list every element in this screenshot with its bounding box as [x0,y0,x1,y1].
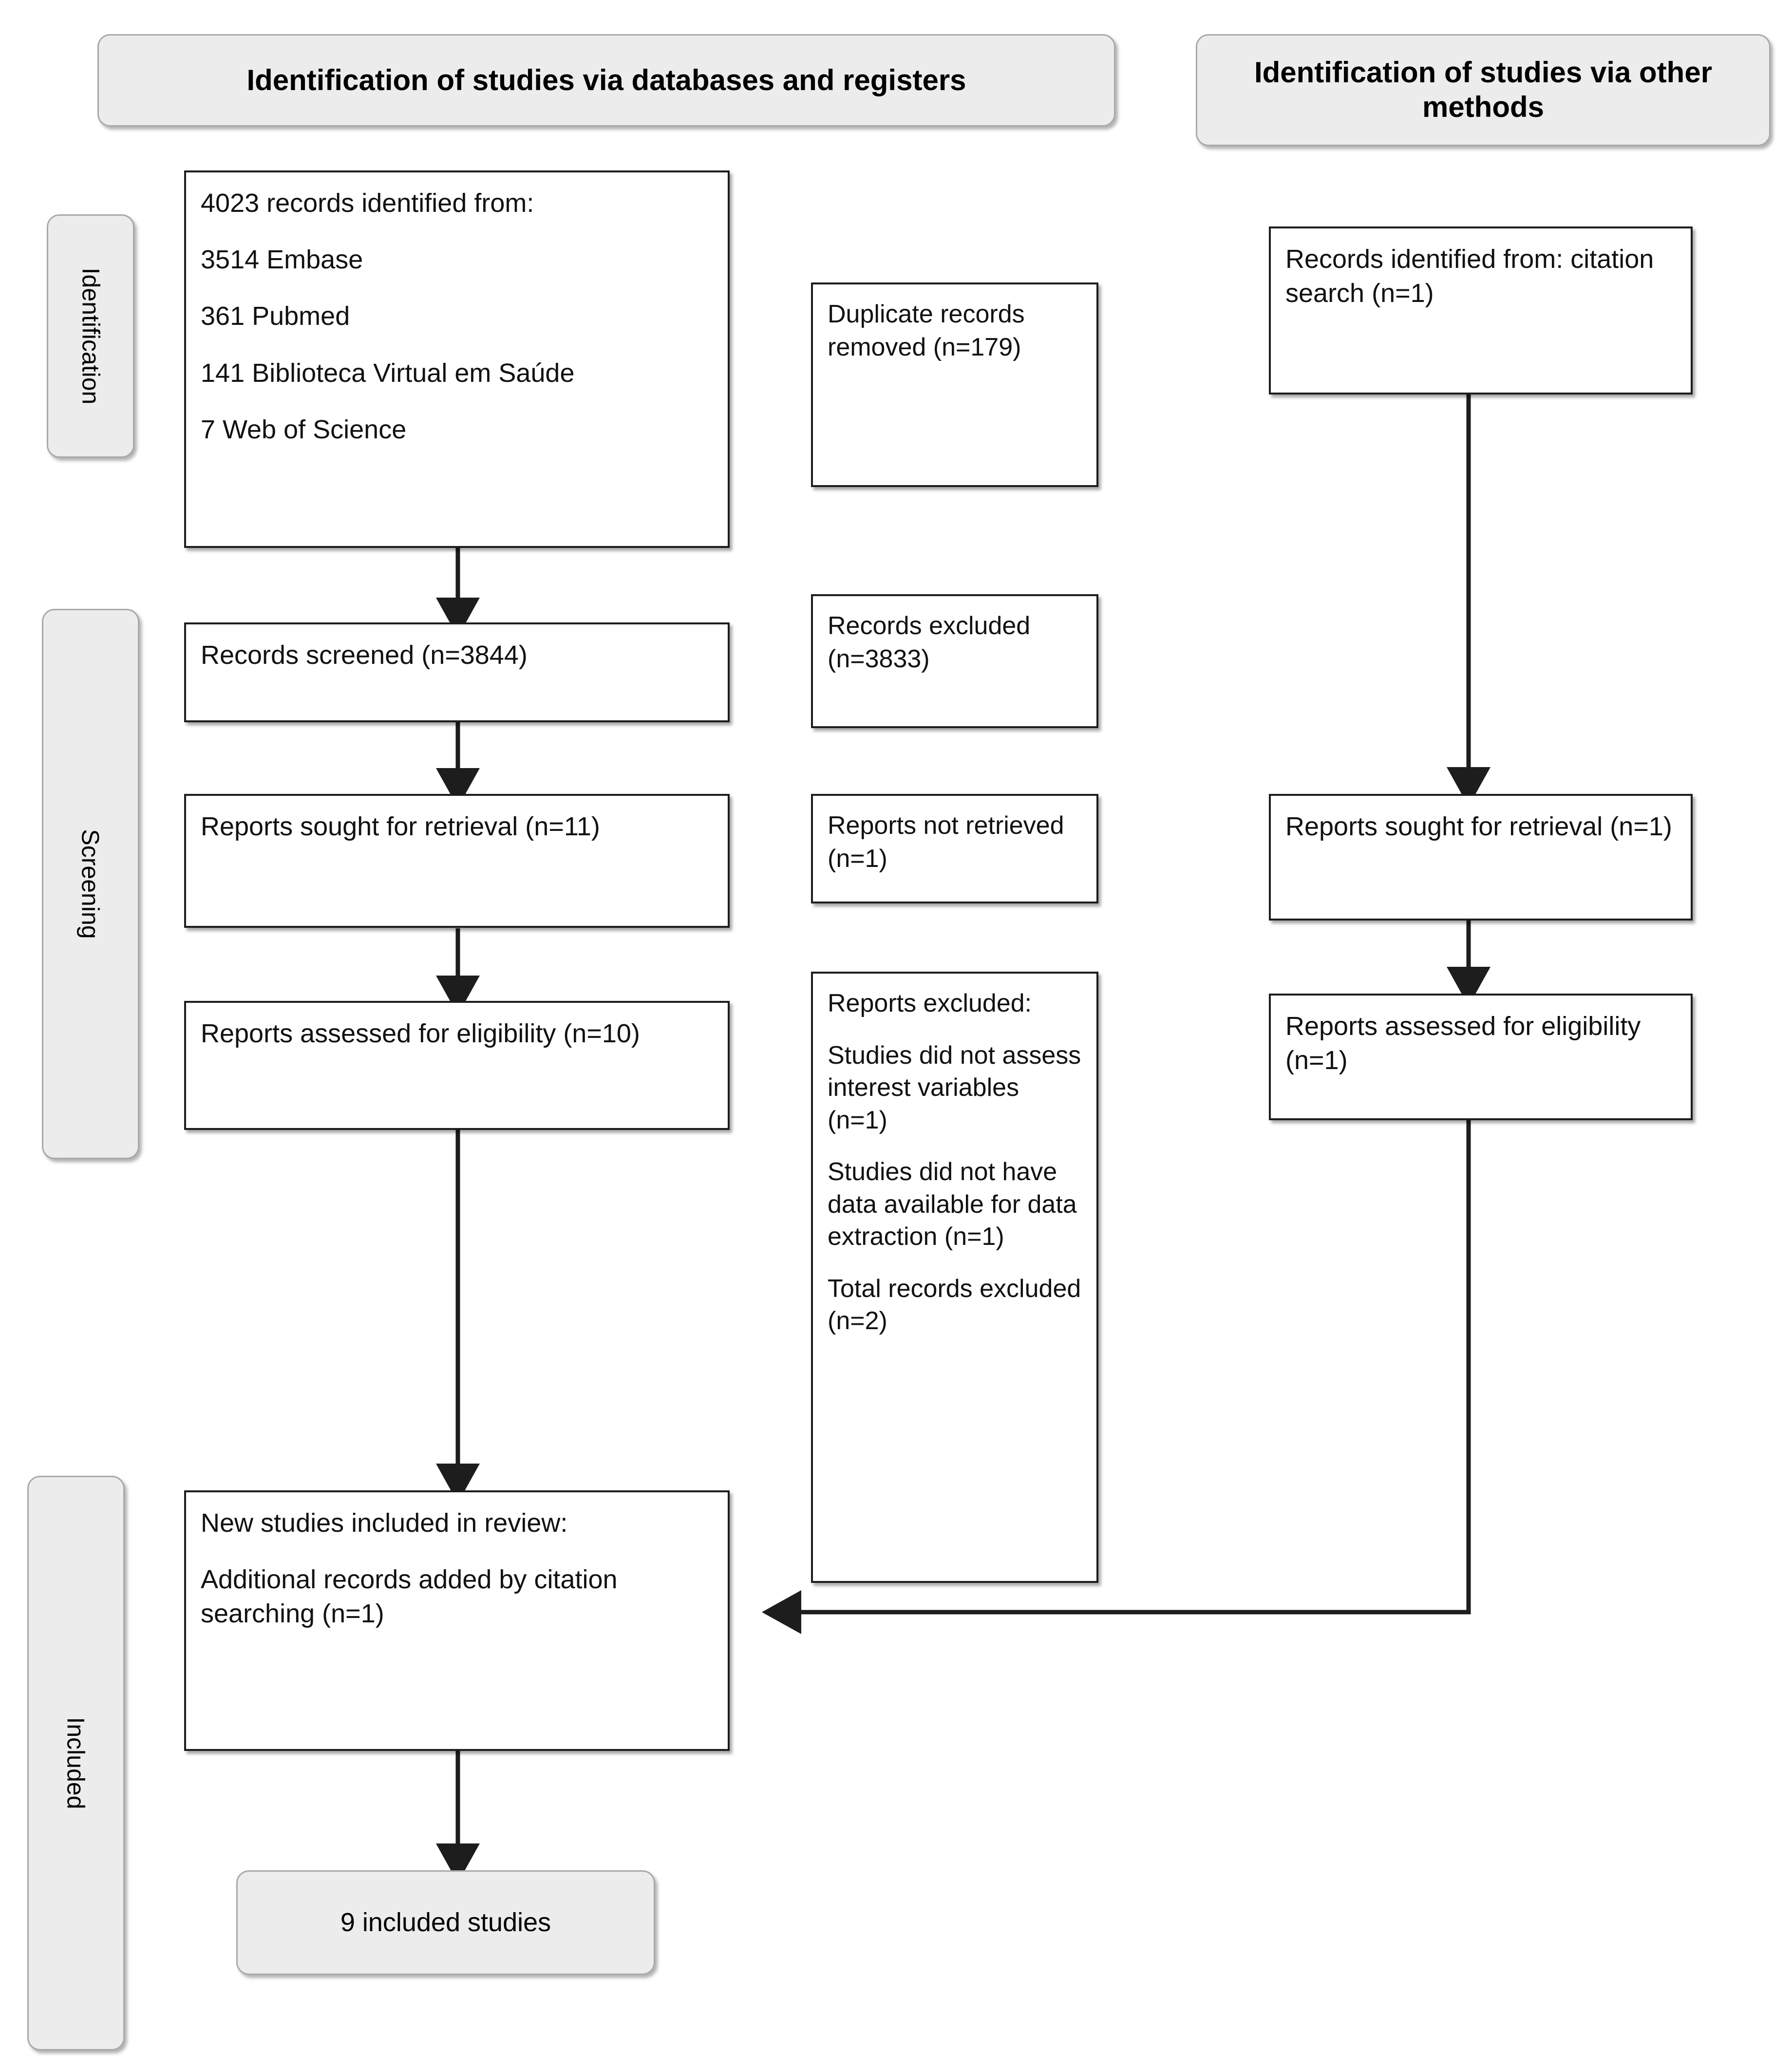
reports-not-retrieved-line-0: Reports not retrieved (n=1) [828,811,1064,873]
reports-excluded-line-1: Studies did not assess interest variable… [828,1041,1081,1134]
total-included-label: 9 included studies [340,1907,551,1937]
box-other-records-identified: Records identified from: citation search… [1269,226,1693,395]
records-excluded-line-0: Records excluded (n=3833) [828,612,1031,673]
box-new-studies-included: New studies included in review: Addition… [184,1490,730,1751]
stage-label-screening: Screening [77,829,104,939]
box-duplicate-records-removed: Duplicate records removed (n=179) [811,282,1098,487]
stage-label-included: Included [62,1717,90,1809]
reports-assessed-line-0: Reports assessed for eligibility (n=10) [201,1019,640,1048]
new-studies-line-1: Additional records added by citation sea… [201,1565,618,1629]
other-records-identified-line-0: Records identified from: citation search… [1285,244,1654,308]
new-studies-line-0: New studies included in review: [201,1508,568,1538]
box-reports-excluded: Reports excluded: Studies did not assess… [811,972,1098,1583]
stage-rail-screening: Screening [42,609,139,1159]
other-reports-assessed-line-0: Reports assessed for eligibility (n=1) [1285,1012,1641,1075]
other-reports-sought-line-0: Reports sought for retrieval (n=1) [1285,812,1672,841]
reports-sought-line-0: Reports sought for retrieval (n=11) [201,812,600,841]
box-reports-not-retrieved: Reports not retrieved (n=1) [811,794,1098,903]
box-reports-assessed-eligibility: Reports assessed for eligibility (n=10) [184,1001,730,1130]
records-identified-line-2: 361 Pubmed [201,301,350,331]
header-other-methods: Identification of studies via other meth… [1196,34,1771,146]
header-other-label: Identification of studies via other meth… [1254,56,1713,123]
records-identified-line-1: 3514 Embase [201,245,363,275]
reports-excluded-line-0: Reports excluded: [828,989,1032,1017]
records-identified-line-4: 7 Web of Science [201,414,407,444]
stage-rail-included: Included [27,1476,125,2050]
box-records-excluded: Records excluded (n=3833) [811,594,1098,728]
header-databases-registers: Identification of studies via databases … [97,34,1115,127]
box-reports-sought-retrieval: Reports sought for retrieval (n=11) [184,794,730,928]
reports-excluded-line-2: Studies did not have data available for … [828,1158,1077,1251]
stage-rail-identification: Identification [47,214,134,458]
stage-label-identification: Identification [77,267,104,405]
duplicates-removed-line-0: Duplicate records removed (n=179) [828,300,1025,361]
box-total-included-studies: 9 included studies [236,1870,655,1975]
records-identified-line-0: 4023 records identified from: [201,188,534,218]
header-databases-label: Identification of studies via databases … [246,63,966,96]
records-screened-line-0: Records screened (n=3844) [201,640,528,670]
box-records-identified: 4023 records identified from: 3514 Embas… [184,170,730,548]
box-other-reports-assessed: Reports assessed for eligibility (n=1) [1269,994,1693,1120]
records-identified-line-3: 141 Biblioteca Virtual em Saúde [201,358,575,388]
box-records-screened: Records screened (n=3844) [184,622,730,722]
box-other-reports-sought: Reports sought for retrieval (n=1) [1269,794,1693,921]
reports-excluded-line-3: Total records excluded (n=2) [828,1274,1081,1335]
